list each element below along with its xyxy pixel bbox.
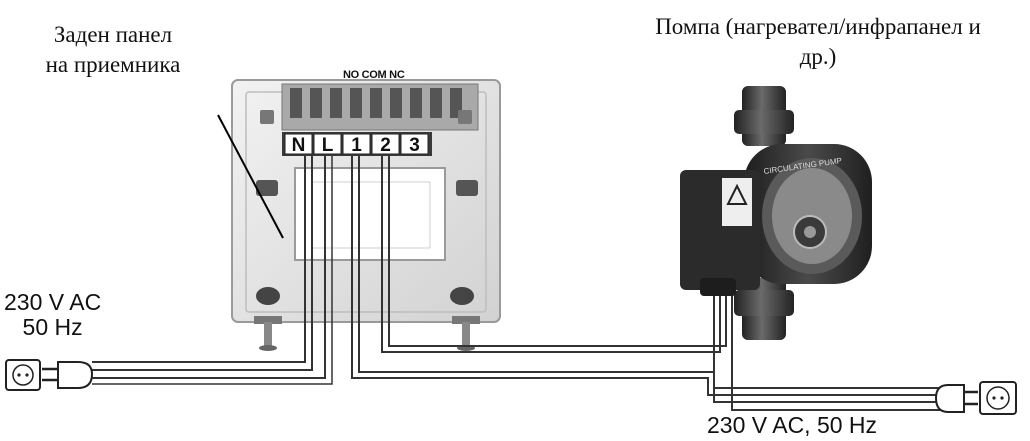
right-plug <box>934 384 978 413</box>
pump-title: Помпа (нагревател/инфрапанел и др.) <box>612 12 1024 72</box>
receiver-panel-title-line1: Заден панел <box>53 22 173 47</box>
receiver-panel-title: Заден панел на приемника <box>18 20 208 80</box>
terminal-header-label: NO COM NC <box>343 69 405 81</box>
pointer-line <box>217 114 284 239</box>
power-left-label: 230 V AC 50 Hz <box>4 290 101 340</box>
terminal-label-0: N <box>292 135 306 156</box>
left-outlet <box>5 359 41 391</box>
terminal-cell-3 <box>371 133 400 155</box>
left-plug <box>42 361 94 389</box>
circulating-pump <box>680 86 872 340</box>
pump-title-line2: др.) <box>799 44 837 69</box>
receiver-panel-title-line2: на приемника <box>45 52 181 77</box>
terminal-cell-2 <box>342 133 371 155</box>
power-left-voltage: 230 V AC <box>4 289 102 315</box>
wires <box>92 156 940 411</box>
pump-title-line1: Помпа (нагревател/инфрапанел и <box>655 14 981 39</box>
terminal-label-2: 1 <box>351 135 362 156</box>
right-outlet <box>979 381 1017 415</box>
terminal-cell-1 <box>313 133 342 155</box>
terminal-label-3: 2 <box>380 135 391 156</box>
terminal-label-4: 3 <box>409 135 420 156</box>
terminal-label-1: L <box>322 135 334 156</box>
terminal-cell-4 <box>400 133 429 155</box>
power-right-label: 230 V AC, 50 Hz <box>707 412 878 438</box>
power-left-frequency: 50 Hz <box>22 314 83 340</box>
terminal-cell-0 <box>284 133 313 155</box>
